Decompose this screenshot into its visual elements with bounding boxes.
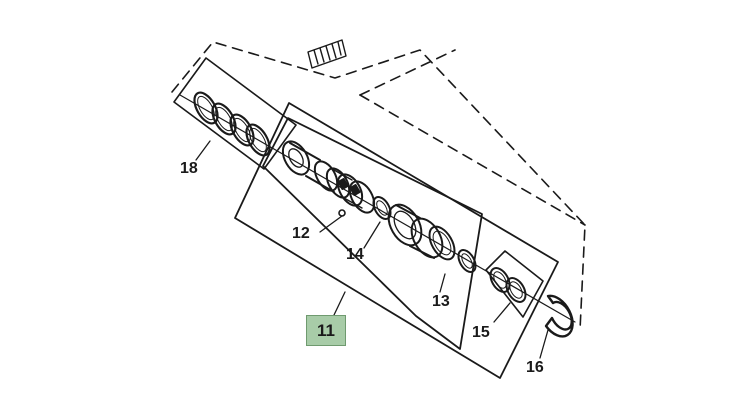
ring-13: [457, 249, 477, 273]
callout-18: 18: [180, 160, 198, 177]
o-rings-18: [193, 91, 271, 157]
callout-14: 14: [346, 246, 364, 263]
box-11: [234, 102, 559, 379]
snap-ring-16: [544, 294, 574, 338]
callout-13: 13: [432, 293, 450, 310]
hatched-part: [307, 39, 347, 69]
callout-12: 12: [292, 225, 310, 242]
callout-15: 15: [472, 324, 490, 341]
retaining-ring-left: [428, 225, 456, 261]
rings-15: [489, 267, 527, 303]
box-13: [262, 117, 483, 350]
callout-11-highlight[interactable]: 11: [306, 315, 346, 346]
leader-lines: [195, 140, 549, 359]
valve-spool-assembly: [281, 140, 376, 214]
housing-outline-dashed: [171, 41, 586, 331]
callout-16: 16: [526, 359, 544, 376]
bracket-18: [173, 57, 297, 170]
bracket-15: [485, 250, 544, 318]
ball-12: [338, 209, 346, 217]
